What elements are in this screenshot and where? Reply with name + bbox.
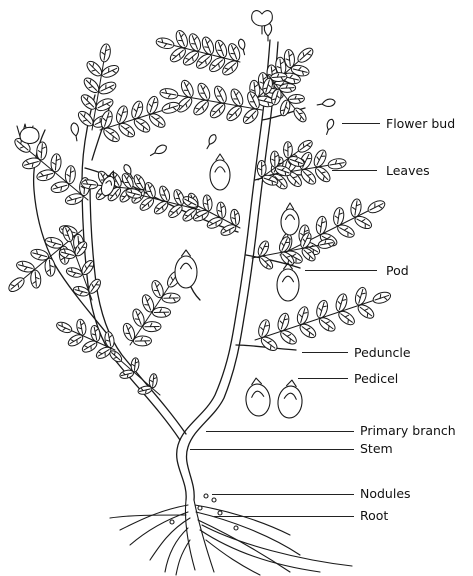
- leaflet: [99, 43, 112, 62]
- stem-segment: [90, 182, 186, 434]
- leader-primary-branch: [206, 431, 354, 432]
- root-line: [176, 540, 190, 575]
- leaflet: [257, 160, 266, 176]
- leader-nodules: [212, 494, 354, 495]
- pod: [244, 377, 271, 417]
- leaflet: [161, 100, 181, 115]
- pod: [281, 203, 299, 235]
- leaflet: [152, 307, 170, 317]
- nodule: [218, 511, 222, 515]
- leaf-group: [6, 29, 392, 396]
- label-stem: Stem: [360, 442, 393, 456]
- label-primary-branch: Primary branch: [360, 424, 456, 438]
- leader-flower-bud: [342, 123, 380, 124]
- label-nodules: Nodules: [360, 487, 411, 501]
- leader-pod: [305, 270, 377, 271]
- label-leaves: Leaves: [386, 164, 430, 178]
- leaflet: [30, 270, 41, 289]
- root-system: [110, 494, 352, 575]
- root-line: [130, 512, 188, 545]
- flower-bud: [204, 133, 217, 150]
- leaflet: [159, 87, 178, 100]
- label-flower-bud: Flower bud: [386, 117, 455, 131]
- nodule: [170, 520, 174, 524]
- leaflet: [155, 36, 175, 50]
- root-line: [196, 512, 300, 555]
- leaflet: [372, 290, 392, 305]
- pod: [175, 250, 197, 288]
- leaflet: [36, 142, 47, 161]
- pod: [277, 379, 304, 419]
- flower-bud: [317, 98, 336, 108]
- flower-bud: [324, 118, 335, 135]
- root-line: [202, 525, 352, 566]
- pod: [210, 154, 230, 190]
- leader-stem: [190, 449, 354, 450]
- leaflet: [366, 198, 387, 215]
- leaflet: [288, 94, 305, 104]
- leader-peduncle: [302, 352, 348, 353]
- label-pedicel: Pedicel: [354, 372, 398, 386]
- leaflet: [119, 369, 134, 380]
- leaflet: [149, 373, 158, 388]
- label-peduncle: Peduncle: [354, 346, 411, 360]
- nodule: [234, 526, 238, 530]
- leader-root: [214, 516, 354, 517]
- leaflet: [283, 142, 292, 158]
- label-pod: Pod: [386, 264, 409, 278]
- root-line: [185, 500, 195, 570]
- leaflet: [50, 153, 61, 172]
- leaflet: [137, 385, 152, 396]
- nodule: [204, 494, 208, 498]
- flower-bud: [70, 122, 80, 141]
- nodule: [198, 506, 202, 510]
- leaflet: [318, 238, 335, 250]
- pod: [277, 263, 299, 301]
- leader-pedicel: [298, 378, 348, 379]
- leaflet: [292, 106, 309, 124]
- nodule: [212, 498, 216, 502]
- leader-leaves: [332, 170, 377, 171]
- leaflet: [162, 293, 180, 303]
- leaflet: [327, 157, 346, 170]
- leaflet: [6, 275, 26, 294]
- leaflet: [296, 138, 314, 154]
- leaflet: [44, 258, 55, 277]
- root-line: [194, 500, 214, 572]
- leaflet: [133, 336, 151, 346]
- leaflet: [143, 321, 161, 331]
- leaflet: [65, 165, 76, 184]
- root-line: [195, 505, 290, 535]
- leaflet: [270, 151, 279, 167]
- label-root: Root: [360, 509, 388, 523]
- flower-bud: [149, 143, 168, 158]
- leaflet: [55, 320, 73, 335]
- leaflet: [130, 357, 139, 372]
- plant-drawing: [6, 11, 392, 575]
- root-line: [200, 530, 320, 572]
